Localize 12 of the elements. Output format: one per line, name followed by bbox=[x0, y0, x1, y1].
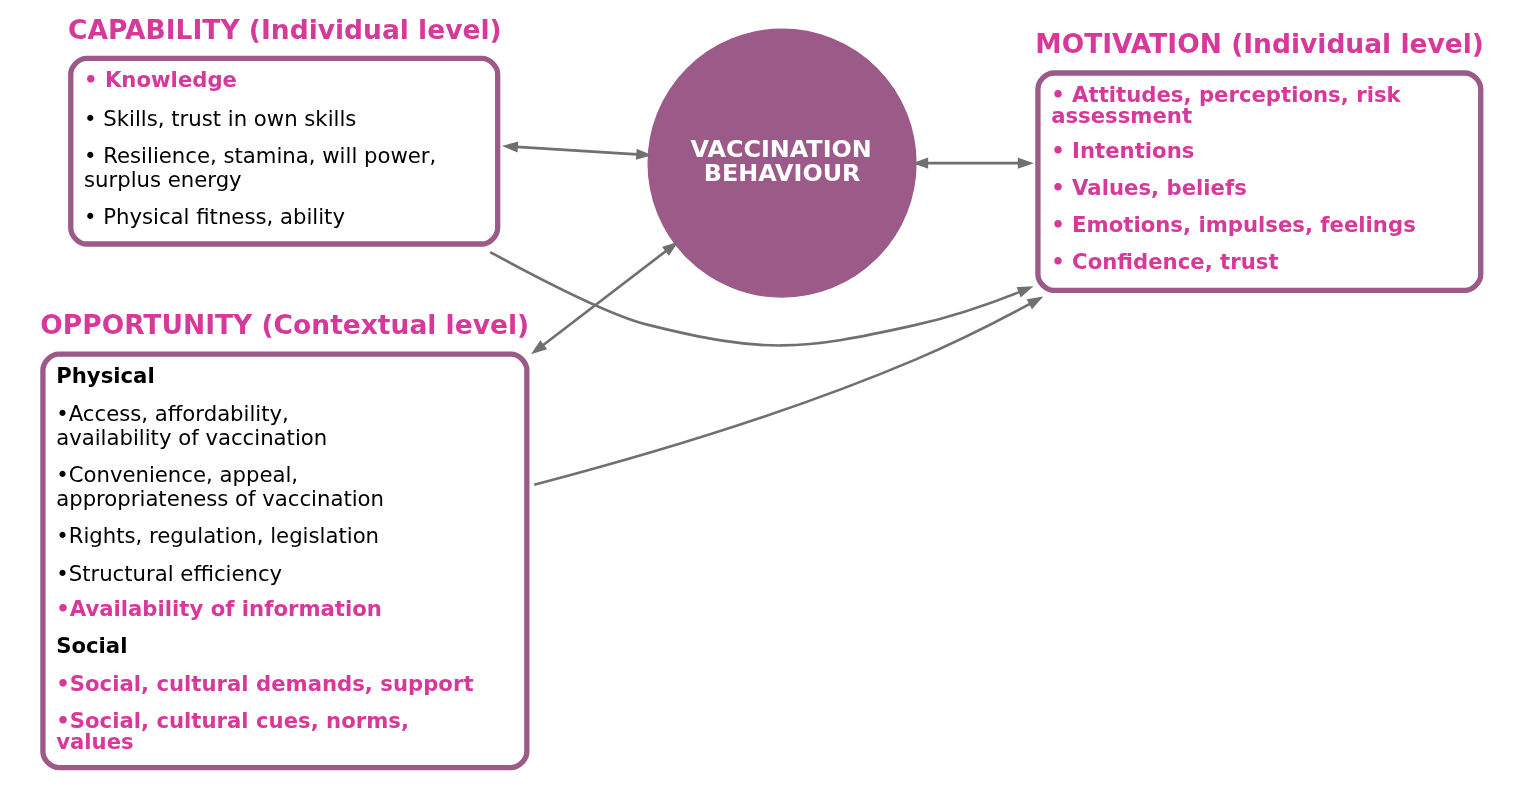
node-label: MOTIVATION (Individual level) bbox=[1034, 28, 1484, 60]
arrow bbox=[911, 157, 1034, 169]
node-box: Physical •Access, affordability, availability of vaccination •Convenience, appeal, appropriateness of vaccination •Rights, regulation, legislation •Structural efficiency •Availability of information Social •Social, cultural demands, support •Social, cultural cues, norms, values bbox=[39, 351, 529, 771]
node-circle: VACCINATION BEHAVIOUR bbox=[646, 28, 917, 298]
arrow bbox=[501, 141, 652, 160]
arrow bbox=[530, 241, 678, 355]
arrow bbox=[533, 296, 1043, 487]
node-box: • Attitudes, perceptions, risk assessment • Intentions • Values, beliefs • Emotions, impulses, feelings • Confidence, trust bbox=[1034, 70, 1483, 294]
node-label: OPPORTUNITY (Contextual level) bbox=[39, 309, 529, 341]
arrow bbox=[489, 250, 1033, 347]
node-box: • Knowledge • Skills, trust in own skills • Resilience, stamina, will power, surplus energy • Physical fitness, ability bbox=[67, 55, 500, 247]
node-label: CAPABILITY (Individual level) bbox=[67, 13, 502, 45]
